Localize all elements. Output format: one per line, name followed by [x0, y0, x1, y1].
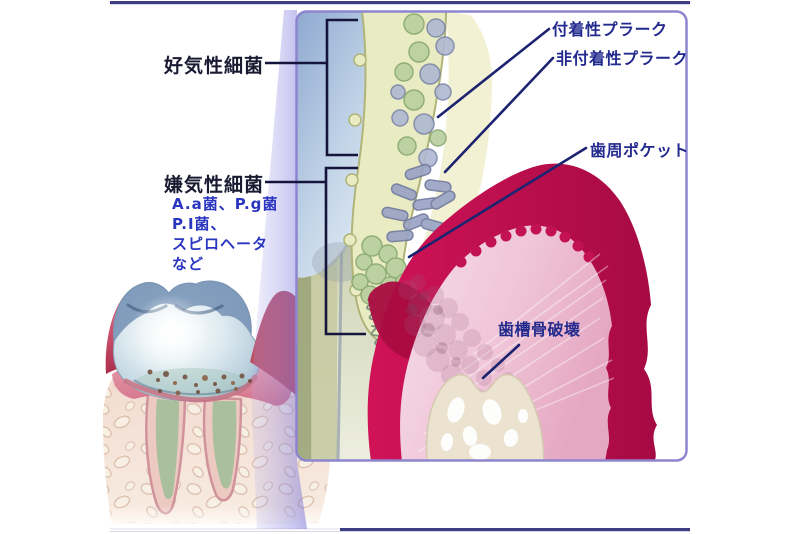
aerobic-bacteria-cocci [390, 13, 455, 168]
non-adherent-plaque-label: 非付着性プラーク [556, 49, 689, 68]
periodontal-pocket-label: 歯周ポケット [590, 141, 690, 160]
anaerobic-bacteria-label: 嫌気性細菌 [164, 174, 265, 196]
aerobic-bacteria-label: 好気性細菌 [164, 55, 265, 77]
magnified-panel [295, 10, 688, 462]
bracket-anaerobic [265, 166, 366, 336]
callout-line-adherent-plaque [436, 27, 551, 119]
zoom-beam [251, 10, 307, 529]
anaerobic-species-line: スピロヘータ [172, 235, 269, 253]
callout-line-non-adherent-plaque [443, 56, 555, 174]
alveolar-bone-destruction-label: 歯槽骨破壊 [498, 320, 581, 339]
callout-line-periodontal-pocket [407, 146, 588, 259]
bracket-aerobic [265, 18, 358, 157]
callout-line-bone-destruction [481, 343, 521, 380]
tooth-roots [145, 392, 243, 515]
anaerobic-species-line: など [172, 255, 205, 273]
panel-border [295, 10, 688, 462]
gum-stipple-fingers [455, 223, 595, 268]
anaerobic-species-line: P.I菌、 [172, 215, 227, 233]
tooth-crown [112, 280, 261, 402]
root-edge-line [336, 224, 344, 461]
gingival-margin [123, 374, 258, 403]
plaque-edge-bumps [343, 53, 367, 297]
calculus-speckles [147, 369, 252, 396]
callout-lines [407, 27, 588, 380]
anaerobic-species-list: A.a菌、P.g菌 P.I菌、 スピロヘータ など [172, 194, 278, 274]
anaerobic-rod-bacteria [381, 163, 456, 243]
bottom-rule [110, 528, 690, 532]
top-rule [110, 1, 690, 5]
anaerobic-species-line: A.a菌、P.g菌 [172, 195, 279, 213]
adherent-plaque-label: 付着性プラーク [552, 20, 668, 39]
alveolar-bone-holes [440, 397, 528, 460]
